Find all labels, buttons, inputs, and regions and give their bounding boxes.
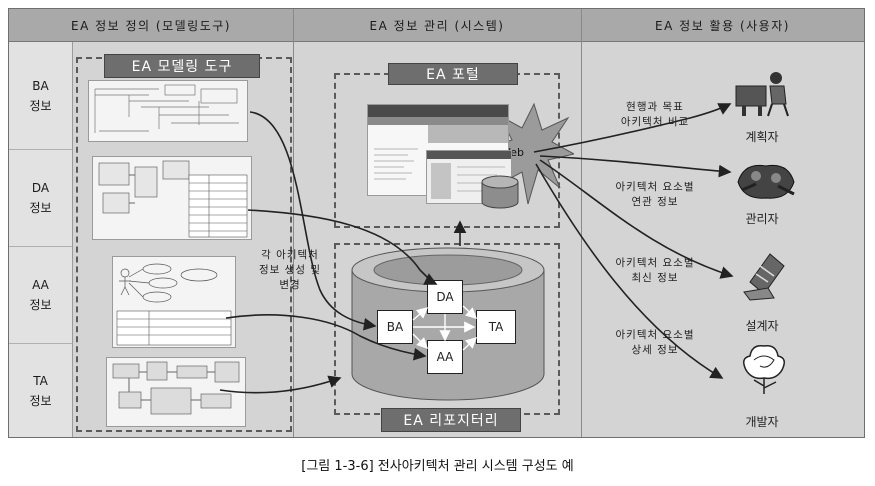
column-divider: [293, 9, 294, 437]
row-label-ta: TA 정보: [9, 344, 72, 437]
role-label-manager: 관리자: [745, 212, 779, 226]
usage-note-manager: 아키텍처 요소별 연관 정보: [615, 181, 695, 208]
portal-database-icon: [481, 175, 519, 209]
row-label-ba: BA 정보: [9, 42, 72, 150]
usage-note-planner: 현행과 목표 아키텍처 비교: [620, 101, 690, 128]
designer-icon: [743, 253, 785, 301]
planner-icon: [735, 72, 789, 117]
repository-box-da: DA: [427, 280, 463, 314]
row-label-aa: AA 정보: [9, 247, 72, 344]
repository-box-aa: AA: [427, 340, 463, 374]
ta-model-thumbnail: [106, 357, 246, 427]
column-header-usage: EA 정보 활용 (사용자): [581, 9, 864, 42]
repository-label: EA 리포지터리: [381, 408, 521, 432]
column-divider: [581, 9, 582, 437]
usage-note-designer: 아키텍처 요소별 최신 정보: [615, 257, 695, 284]
create-update-note: 각 아키텍처 정보 생성 및 변경: [259, 249, 321, 291]
aa-model-thumbnail: [112, 256, 236, 348]
column-header-definition: EA 정보 정의 (모델링도구): [9, 9, 293, 42]
column-header-management: EA 정보 관리 (시스템): [293, 9, 581, 42]
role-label-planner: 계획자: [745, 130, 779, 144]
repository-cylinder-icon: [351, 247, 545, 401]
role-label-designer: 설계자: [745, 319, 779, 333]
row-label-da: DA 정보: [9, 150, 72, 247]
figure-caption: [그림 1-3-6] 전사아키텍처 관리 시스템 구성도 예: [301, 459, 574, 474]
ba-model-thumbnail: [88, 80, 248, 142]
manager-icon: [737, 164, 795, 199]
usage-note-developer: 아키텍처 요소별 상세 정보: [615, 329, 695, 356]
portal-label: EA 포털: [388, 63, 518, 85]
modeling-tool-label: EA 모델링 도구: [104, 54, 260, 78]
role-label-developer: 개발자: [745, 415, 779, 429]
developer-icon: [743, 344, 785, 394]
repository-box-ta: TA: [476, 310, 516, 344]
da-model-thumbnail: [92, 156, 252, 240]
repository-box-ba: BA: [377, 310, 413, 344]
row-label-divider: [72, 42, 73, 437]
